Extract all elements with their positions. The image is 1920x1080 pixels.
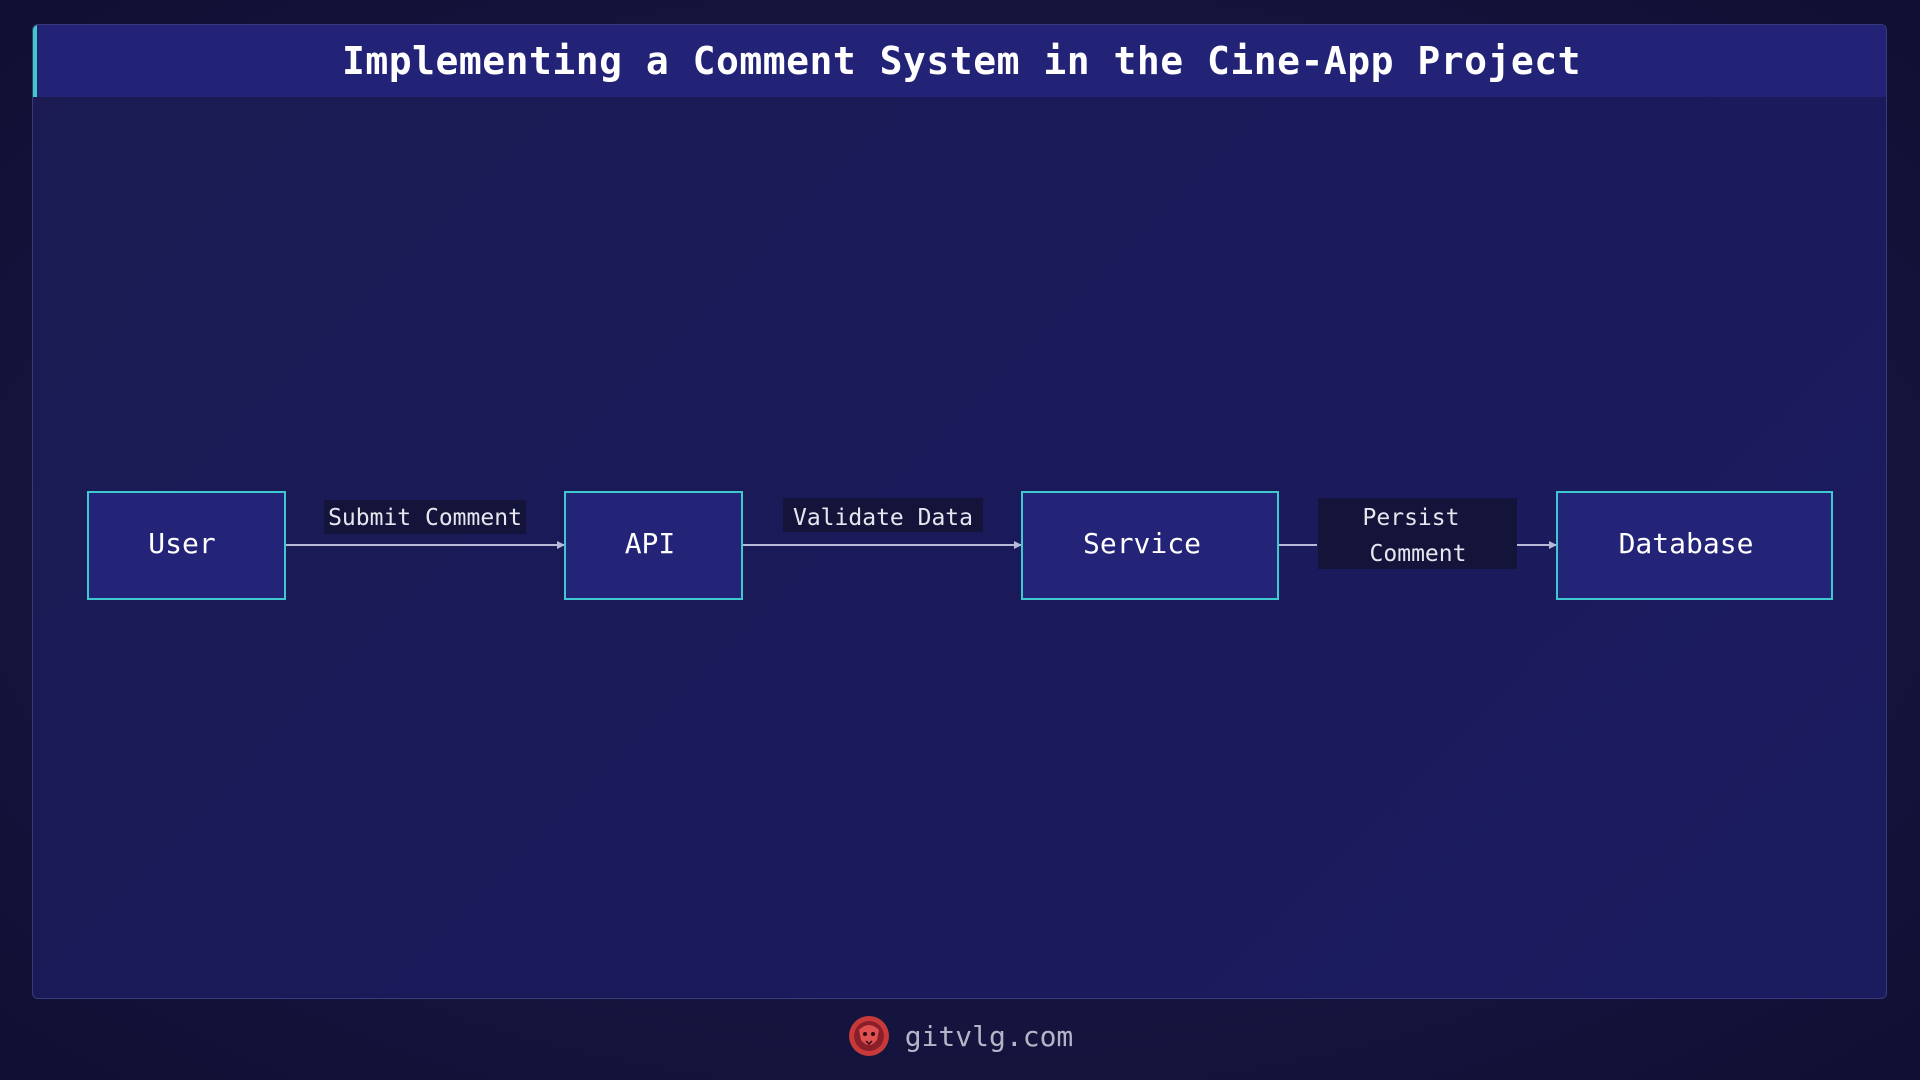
edge-label-bg: [324, 500, 526, 534]
footer: gitvlg.com: [0, 1010, 1920, 1062]
node-api[interactable]: API: [564, 491, 743, 600]
node-label-service: Service: [1083, 527, 1201, 560]
node-label-database: Database: [1619, 527, 1754, 560]
node-box: [1556, 491, 1833, 600]
page-title: Implementing a Comment System in the Cin…: [341, 39, 1582, 83]
node-label-user: User: [148, 527, 215, 560]
node-box: [1021, 491, 1279, 600]
edge-label-validate-data: Validate Data: [793, 505, 973, 531]
footer-site-link[interactable]: gitvlg.com: [904, 1019, 1074, 1053]
node-database[interactable]: Database: [1556, 491, 1833, 600]
title-bar: Implementing a Comment System in the Cin…: [33, 25, 1886, 97]
edge-label-bg: [1318, 498, 1517, 569]
edge-service-database: Persist Comment: [1279, 498, 1557, 569]
edge-user-api: Submit Comment: [286, 500, 565, 549]
lion-head-logo-icon: [848, 1016, 889, 1056]
edge-label-persist: Persist: [1363, 505, 1460, 531]
node-box: [87, 491, 286, 600]
edge-label-submit-comment: Submit Comment: [328, 505, 522, 531]
edge-label-comment: Comment: [1370, 541, 1467, 567]
node-service[interactable]: Service: [1021, 491, 1279, 600]
node-box: [564, 491, 743, 600]
edge-api-service: Validate Data: [743, 498, 1022, 549]
edge-label-bg: [783, 498, 983, 532]
node-user[interactable]: User: [87, 491, 286, 600]
node-label-api: API: [625, 527, 676, 560]
